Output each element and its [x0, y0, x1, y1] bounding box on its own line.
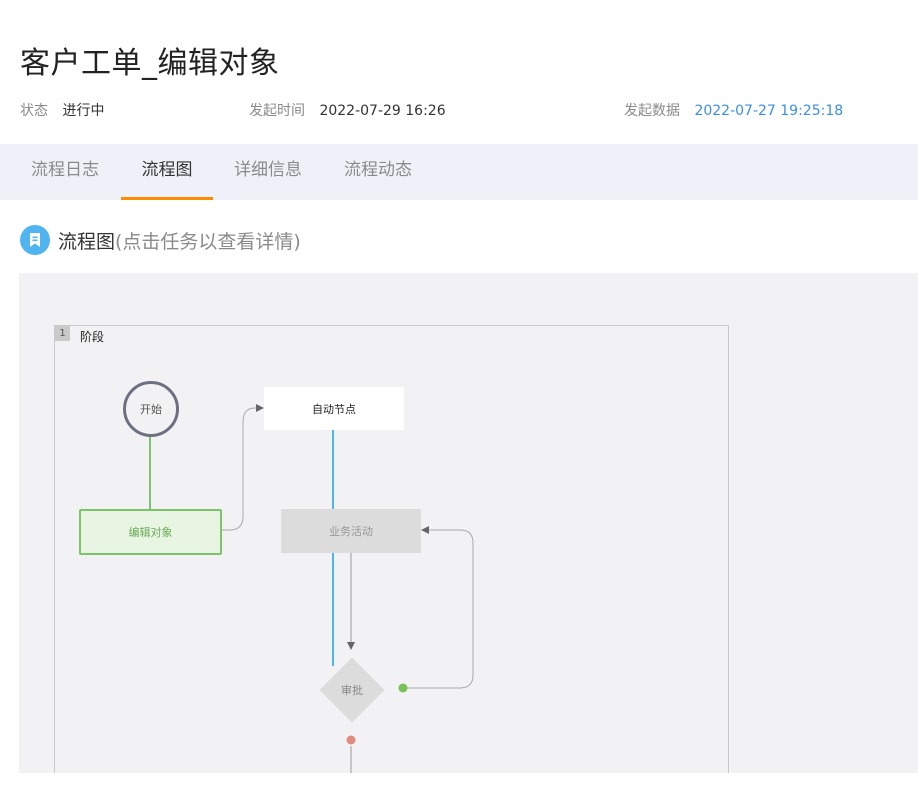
section-title: 流程图: [58, 230, 116, 253]
status-label: 状态: [20, 103, 48, 119]
start-data-link[interactable]: 2022-07-27 19:25:18: [694, 103, 844, 119]
meta-row: 状态 进行中 发起时间 2022-07-29 16:26 发起数据 2022-0…: [0, 100, 918, 120]
status-field: 状态 进行中: [20, 100, 104, 120]
tab-bar: 流程日志 流程图 详细信息 流程动态: [0, 144, 918, 200]
start-data-field: 发起数据 2022-07-27 19:25:18: [624, 100, 843, 120]
dot-green: [398, 683, 408, 693]
edge-approve-biz: [405, 526, 474, 689]
section-header: 流程图(点击任务以查看详情): [20, 225, 301, 255]
tab-process-log[interactable]: 流程日志: [31, 160, 99, 180]
start-time-value: 2022-07-29 16:26: [319, 103, 446, 119]
start-node[interactable]: 开始: [123, 381, 179, 437]
stage-label: 阶段: [80, 330, 105, 344]
bookmark-icon: [20, 225, 50, 255]
approve-label: 审批: [341, 684, 363, 697]
section-hint: (点击任务以查看详情): [115, 230, 301, 253]
page-title: 客户工单_编辑对象: [20, 46, 280, 82]
auto-node[interactable]: 自动节点: [264, 387, 404, 430]
stage-lane: 1 阶段: [54, 325, 729, 773]
flow-edges: [149, 404, 474, 773]
edge-edit-auto: [220, 404, 264, 531]
start-time-field: 发起时间 2022-07-29 16:26: [249, 100, 446, 120]
tab-flow-chart[interactable]: 流程图: [121, 144, 213, 200]
business-activity-node[interactable]: 业务活动: [281, 509, 421, 553]
flow-canvas[interactable]: 1 阶段 开始 自动节点 编辑对象 业务活动: [19, 273, 918, 773]
approve-node[interactable]: 审批: [319, 657, 385, 723]
tab-process-activity[interactable]: 流程动态: [344, 160, 412, 180]
stage-number: 1: [55, 326, 70, 341]
tab-details[interactable]: 详细信息: [234, 160, 302, 180]
dot-red: [346, 735, 356, 745]
status-value: 进行中: [62, 103, 105, 119]
start-data-label: 发起数据: [624, 103, 680, 119]
edit-object-node[interactable]: 编辑对象: [79, 509, 222, 555]
start-time-label: 发起时间: [249, 103, 305, 119]
